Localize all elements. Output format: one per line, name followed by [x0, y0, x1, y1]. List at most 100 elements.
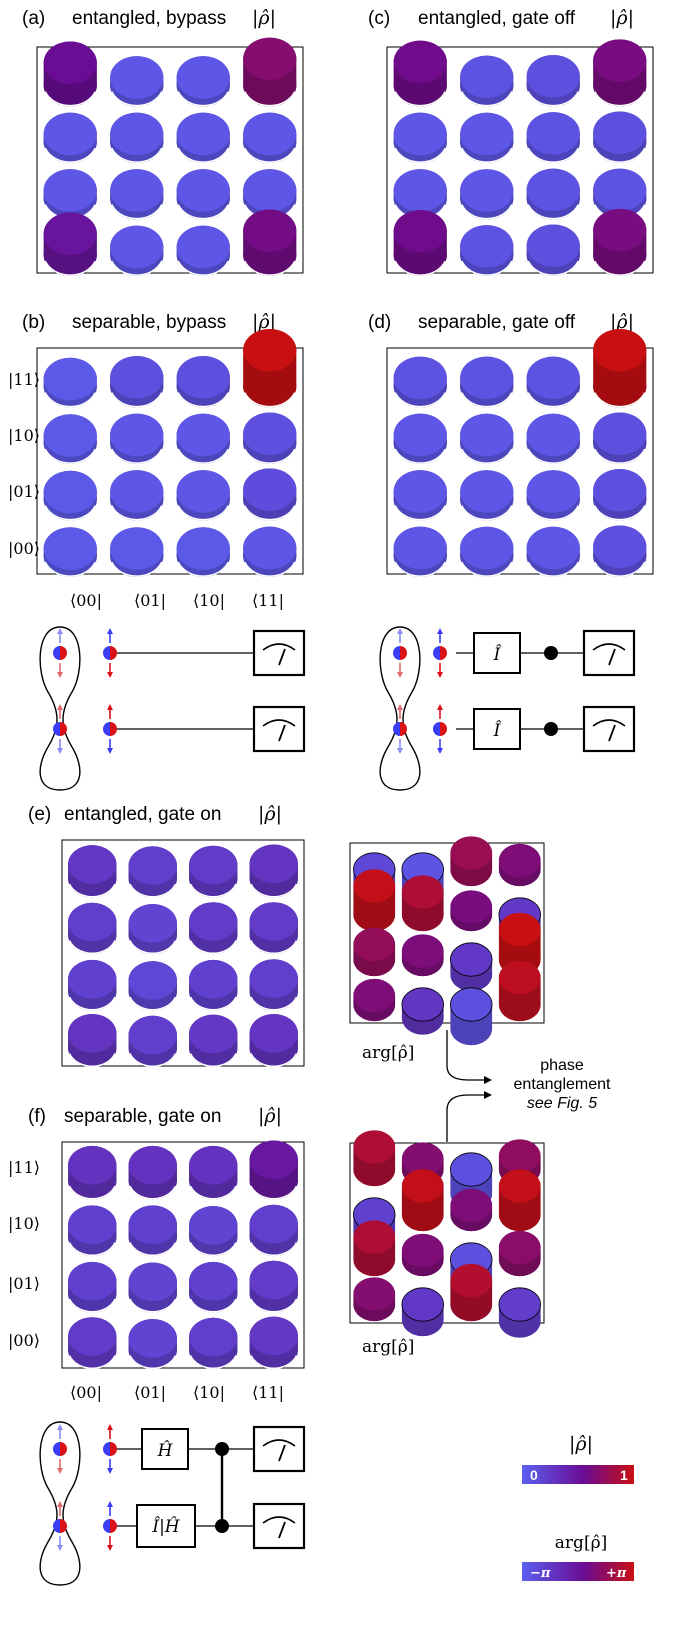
panel-b-title-text: separable, bypass: [72, 312, 226, 333]
cylinder-top: [68, 1013, 117, 1053]
phase-element: [498, 960, 541, 1022]
cylinder-top: [353, 927, 396, 962]
cylinder-top: [450, 836, 493, 870]
cylinder-highlight: [461, 204, 513, 220]
cylinder-highlight: [68, 1242, 116, 1257]
cylinder-top: [110, 112, 164, 156]
detector-icon: [582, 705, 636, 753]
cylinder-highlight: [394, 392, 446, 408]
matrix-element: [43, 212, 97, 277]
cylinder-top: [43, 470, 97, 514]
cylinder-top: [189, 1145, 238, 1185]
phase-element: [401, 934, 444, 977]
cylinder-top: [401, 1142, 444, 1176]
cylinder-top: [110, 527, 164, 570]
matrix-element: [110, 355, 164, 408]
identity-gate-top: [473, 632, 521, 674]
cylinder-highlight: [250, 1185, 298, 1200]
cylinder-top: [43, 414, 97, 457]
panel-b-letter: (b): [22, 312, 45, 333]
cylinder-highlight: [111, 561, 163, 577]
phase-note-line1: phase: [540, 1057, 584, 1074]
cylinder-highlight: [394, 561, 446, 577]
cylinder-highlight: [244, 392, 296, 408]
cylinder-highlight: [129, 1355, 177, 1370]
matrix-element: [189, 1145, 238, 1200]
cylinder-top: [498, 1139, 541, 1173]
panel-d-title-text: separable, gate off: [418, 312, 576, 333]
matrix-element: [526, 224, 580, 277]
phase-element: [498, 843, 541, 887]
matrix-element: [393, 470, 447, 521]
cylinder-highlight: [68, 1185, 116, 1200]
cylinder-top: [176, 225, 230, 269]
phase-element: [353, 1220, 396, 1277]
cylinder-top: [128, 903, 177, 943]
matrix-element: [128, 1015, 177, 1068]
matrix-element: [128, 1318, 177, 1370]
cylinder-top: [526, 526, 580, 570]
cylinder-highlight: [189, 1185, 237, 1200]
photon-icon: [53, 628, 67, 678]
col-label-10: ⟨10|: [193, 591, 225, 610]
control-dot-bottom: [215, 1519, 229, 1533]
photon-icon: [393, 704, 407, 754]
matrix-element: [243, 328, 297, 408]
phase-arrow-f: [446, 1094, 490, 1142]
phase-entanglement-note: phase entanglement see Fig. 5: [446, 1030, 611, 1142]
cylinder-highlight: [111, 448, 163, 464]
cylinder-top: [450, 1188, 493, 1223]
phase-element: [449, 987, 493, 1046]
cylinder-top: [401, 987, 444, 1022]
identity-gate-bottom: [473, 708, 521, 750]
col-label-00: ⟨00|: [70, 1383, 102, 1402]
cylinder-highlight: [129, 1185, 177, 1200]
cylinder-top: [498, 1287, 541, 1322]
cylinder-highlight: [177, 91, 229, 107]
control-dot-top: [215, 1442, 229, 1456]
matrix-element: [43, 527, 97, 578]
cylinder-top: [526, 112, 580, 155]
matrix-element: [68, 1317, 117, 1370]
matrix-element: [176, 470, 230, 521]
circuit-photons-and-detectors: [53, 628, 636, 1551]
cylinder-highlight: [461, 147, 513, 163]
matrix-element: [526, 356, 580, 408]
cylinder-top: [249, 1013, 298, 1053]
cylinder-highlight: [527, 392, 579, 408]
cylinder-top: [249, 959, 298, 999]
cylinder-highlight: [594, 392, 646, 408]
legend-abs-max: 1: [620, 1467, 628, 1483]
phase-element: [401, 1287, 445, 1337]
matrix-element: [189, 1261, 238, 1313]
matrix-element: [393, 356, 447, 408]
col-label-00: ⟨00|: [70, 591, 102, 610]
matrix-element: [243, 412, 297, 465]
phase-arrow-e-head: [484, 1076, 492, 1084]
cylinder-top: [43, 41, 97, 85]
cylinder-top: [593, 168, 647, 212]
cylinder-base: [450, 1287, 493, 1322]
panel-f-rho: |ρ̂|: [258, 1105, 282, 1127]
matrix-element: [243, 112, 297, 164]
detector-icon: [252, 1425, 306, 1473]
matrix-element: [526, 112, 580, 164]
matrix-element: [128, 903, 177, 955]
panel-c-title: (c) entangled, gate off |ρ̂|: [368, 7, 634, 29]
circuit-bypass: [39, 626, 254, 791]
col-label-01: ⟨01|: [134, 1383, 166, 1402]
cylinder-top: [128, 1145, 177, 1185]
matrix-element: [460, 526, 514, 578]
cylinder-top: [128, 1262, 177, 1302]
matrix-element: [110, 56, 164, 107]
cylinder-highlight: [177, 392, 229, 408]
phase-outline: [401, 1287, 445, 1322]
cylinder-top: [128, 961, 177, 1000]
cylinder-top: [43, 527, 97, 570]
matrix-element: [243, 37, 297, 107]
phase-matrix-e: [349, 836, 545, 1046]
cylinder-top: [110, 470, 164, 513]
cylinder-top: [43, 112, 97, 156]
colorbar-legend: |ρ̂| 0 1 arg[ρ̂] −π +π: [522, 1433, 634, 1581]
cylinder-top: [43, 357, 97, 401]
